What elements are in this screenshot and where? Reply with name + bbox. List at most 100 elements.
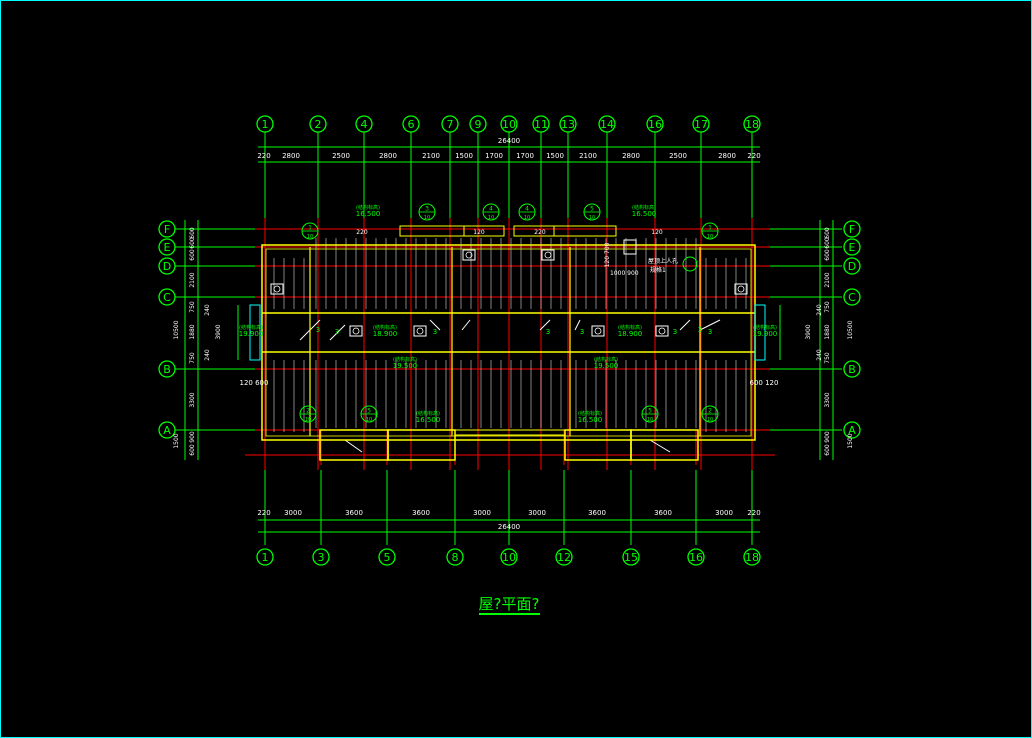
bottom-dim-label: 3000	[528, 509, 546, 517]
right-axis-bubble-label: D	[848, 260, 856, 273]
drain-circle-0	[273, 285, 281, 293]
top-dim-label: 2800	[379, 152, 397, 160]
bottom-axis-bubble-circle	[622, 548, 640, 566]
bottom-total-label: 26400	[498, 523, 520, 531]
top-box-2	[463, 225, 505, 237]
detail-number: 1	[708, 225, 712, 232]
top-dim-label: 2800	[282, 152, 300, 160]
bottom-axis-bubble-circle	[500, 548, 518, 566]
right-dim-inner-label: 2100	[824, 272, 831, 287]
level-label: 16.500	[578, 416, 603, 424]
small-dim-label: 220	[534, 229, 546, 236]
slope-mark: 3	[433, 328, 437, 336]
level-label: 16.500	[632, 210, 657, 218]
left-dim-outer-label: 1500	[173, 433, 180, 448]
bay-2	[454, 429, 566, 436]
right-axis-bubble-circle	[843, 288, 861, 306]
drawing-title: 屋?平面?	[479, 595, 540, 613]
detail-sheet: 10	[707, 234, 713, 240]
detail-sheet: 10	[647, 417, 653, 423]
slope-arrow-2	[429, 319, 441, 331]
drain-box-7	[541, 249, 555, 261]
right-axis-bubble-label: A	[848, 424, 856, 437]
left-axis-bubble-label: A	[163, 424, 171, 437]
bottom-axis-bubble-label: 10	[502, 551, 516, 564]
level-caption: (结构标高)	[356, 204, 380, 211]
bottom-axis-bubble-label: 1	[262, 551, 269, 564]
left-dim-inner-label: 600	[189, 237, 196, 249]
right-dim-inner-label: 900	[824, 431, 831, 443]
right-dim-inner-label: 1880	[824, 324, 831, 339]
detail-sheet: 10	[305, 417, 311, 423]
axis-bubbles	[158, 115, 861, 566]
top-axis-bubble-label: 11	[534, 118, 548, 131]
bottom-axis-bubble-circle	[555, 548, 573, 566]
top-axis-bubble-label: 16	[648, 118, 662, 131]
top-box-1	[399, 225, 465, 237]
top-box-4	[553, 225, 617, 237]
bottom-axis-bubble-label: 3	[318, 551, 325, 564]
level-label: 16.500	[416, 416, 441, 424]
right-axis-bubble-circle	[843, 220, 861, 238]
detail-sheet: 10	[707, 417, 713, 423]
right-dim-inner-label: 600	[824, 249, 831, 261]
slope-mark: 3	[698, 326, 702, 334]
top-axis-bubble-label: 17	[694, 118, 708, 131]
right-side-box	[754, 304, 766, 361]
left-axis-bubble-label: C	[163, 291, 171, 304]
drain-circle-6	[465, 251, 473, 259]
level-label: 18.900	[618, 330, 643, 338]
bottom-dim-label: 220	[257, 509, 270, 517]
level-caption: (结构标高)	[416, 410, 440, 417]
detail-sheet: 10	[524, 215, 530, 221]
top-dim-label: 220	[747, 152, 760, 160]
drain-circle-5	[658, 327, 666, 335]
top-axis-bubble-circle	[532, 115, 550, 133]
detail-number: 2	[306, 408, 310, 415]
left-axis-bubble-circle	[158, 238, 176, 256]
level-caption: (结构标高)	[594, 356, 618, 363]
bottom-dim-label: 220	[747, 509, 760, 517]
right-dim-inner-label: 600	[824, 227, 831, 239]
level-label: 19.900	[753, 330, 778, 338]
top-axis-bubble-circle	[598, 115, 616, 133]
drain-circle-7	[544, 251, 552, 259]
slope-arrow-9	[649, 439, 671, 453]
bottom-dim-label: 3000	[284, 509, 302, 517]
top-axis-bubble-label: 14	[600, 118, 614, 131]
bottom-axis-bubble-circle	[687, 548, 705, 566]
detail-number: 5	[367, 408, 371, 415]
top-dim-label: 1700	[485, 152, 503, 160]
slope-arrow-7	[699, 319, 721, 331]
bottom-axis-bubble-circle	[312, 548, 330, 566]
slope-arrow-4	[539, 319, 551, 331]
drain-circle-2	[352, 327, 360, 335]
slope-mark: 3	[316, 326, 320, 334]
left-dim-inner-label: 900	[189, 431, 196, 443]
top-axis-bubble-circle	[559, 115, 577, 133]
bottom-axis-bubble-label: 12	[557, 551, 571, 564]
left-dim-inner-label: 600	[189, 227, 196, 239]
detail-number: 3	[425, 206, 429, 213]
drain-box-3	[413, 325, 427, 337]
parapet-walls	[249, 225, 766, 461]
top-axis-bubble-label: 2	[315, 118, 322, 131]
roof-hatching	[273, 238, 747, 453]
detail-number: 5	[648, 408, 652, 415]
top-axis-bubble-circle	[402, 115, 420, 133]
top-dim-label: 2800	[718, 152, 736, 160]
right-dim-outer-label: 3900	[805, 324, 812, 339]
bottom-dim-label: 3600	[345, 509, 363, 517]
bottom-dim-label: 3000	[473, 509, 491, 517]
bottom-axis-bubble-label: 8	[452, 551, 459, 564]
roof-hatch-spec: 规格1	[650, 266, 666, 274]
roof-hatch-dim: 1000 900	[610, 270, 639, 277]
drain-box-0	[270, 283, 284, 295]
level-label: 16.500	[356, 210, 381, 218]
slope-mark: 3	[335, 328, 339, 336]
level-label: 18.900	[373, 330, 398, 338]
left-dim-inner-label: 3300	[189, 392, 196, 407]
detail-sheet: 10	[488, 215, 494, 221]
bottom-dim-label: 3600	[588, 509, 606, 517]
